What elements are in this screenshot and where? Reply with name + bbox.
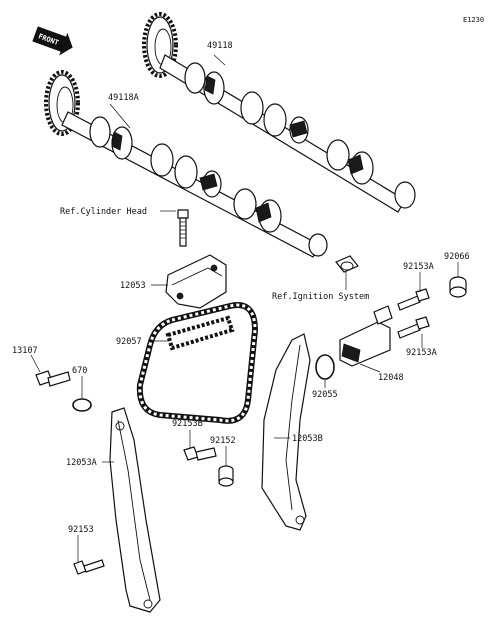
- label-12053B: 12053B: [292, 434, 323, 444]
- diagram-code: E1230: [463, 16, 484, 24]
- camshaft-49118A: [44, 70, 328, 258]
- chain-guide-12053: [165, 254, 227, 309]
- label-92153A-top: 92153A: [403, 262, 434, 272]
- label-670: 670: [72, 366, 87, 376]
- cam-lobes-lower: [89, 116, 328, 257]
- label-92153B: 92153B: [172, 419, 203, 429]
- collar-92152: [218, 465, 234, 487]
- label-92066: 92066: [444, 252, 470, 262]
- camshaft-49118: [142, 12, 416, 213]
- label-92152: 92152: [210, 436, 236, 446]
- bolt-92153B: [183, 446, 217, 461]
- cam-lobes-upper: [184, 62, 416, 209]
- chain-guide-12053A: [109, 407, 161, 613]
- label-12048: 12048: [378, 373, 404, 383]
- label-ref-ignition-system: Ref.Ignition System: [272, 292, 369, 302]
- washer-670: [72, 398, 92, 412]
- bolt-cylinder-head: [177, 209, 189, 247]
- rotor-cap: [335, 255, 359, 273]
- label-92057: 92057: [116, 337, 142, 347]
- label-ref-cylinder-head: Ref.Cylinder Head: [60, 207, 147, 217]
- oring-92055: [315, 354, 335, 380]
- bolt-92153A-top: [397, 288, 430, 311]
- bolt-92153A-right: [397, 316, 430, 339]
- label-13107: 13107: [12, 346, 38, 356]
- bolt-13107: [35, 370, 71, 387]
- label-92153A-right: 92153A: [406, 348, 437, 358]
- chain-tensioner-12048: [339, 305, 393, 367]
- chain-guide-12053B: [261, 333, 311, 531]
- plug-92066: [449, 276, 467, 298]
- label-12053A: 12053A: [66, 458, 97, 468]
- label-12053: 12053: [120, 281, 146, 291]
- label-49118A: 49118A: [108, 93, 139, 103]
- front-arrow-badge: FRONT: [32, 26, 73, 56]
- labels: 49118 49118A Ref.Cylinder Head 12053 920…: [12, 41, 470, 562]
- bolt-92153-bottom: [73, 559, 105, 575]
- label-49118: 49118: [207, 41, 233, 51]
- label-92153-bottom: 92153: [68, 525, 94, 535]
- cam-chain-92057: [136, 302, 259, 424]
- label-92055: 92055: [312, 390, 338, 400]
